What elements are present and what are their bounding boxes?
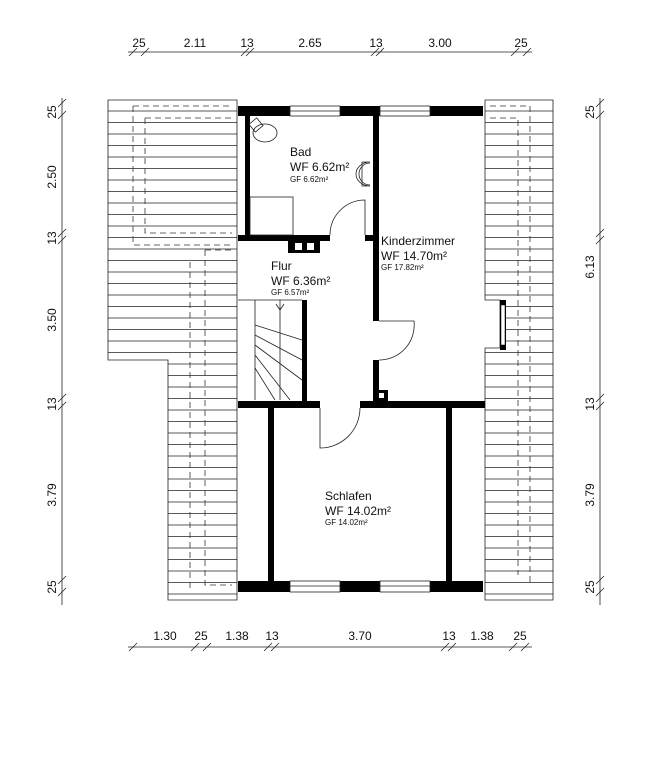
tick	[190, 642, 200, 652]
right-roof-dashed	[490, 105, 531, 585]
staircase	[238, 299, 303, 401]
tick	[57, 235, 67, 245]
room-wf: WF 14.70m²	[381, 249, 447, 263]
tick	[595, 110, 605, 120]
dim-label: 3.00	[428, 36, 452, 50]
tick	[508, 642, 518, 652]
tick	[595, 587, 605, 597]
dim-label: 25	[583, 580, 597, 594]
dim-label: 2.11	[184, 36, 207, 50]
tick	[520, 642, 530, 652]
doors	[319, 199, 415, 449]
tick	[595, 401, 605, 411]
tick	[595, 393, 605, 403]
left-roof-outline	[107, 99, 238, 601]
sink-icon	[355, 161, 371, 187]
dimension-top: 25 2.11 13 2.65 13 3.00 25	[128, 36, 532, 53]
room-bad: Bad WF 6.62m² GF 6.62m²	[290, 145, 349, 184]
dim-label: 25	[194, 629, 208, 643]
dim-label: 25	[583, 105, 597, 119]
room-wf: WF 14.02m²	[325, 504, 391, 518]
room-name: Bad	[290, 145, 311, 159]
dim-label: 3.79	[583, 483, 597, 507]
tick	[510, 47, 520, 57]
tick	[202, 642, 212, 652]
tick	[595, 235, 605, 245]
tick	[57, 228, 67, 238]
dim-label: 1.38	[470, 629, 494, 643]
shower-tray	[249, 196, 294, 236]
toilet-icon	[248, 117, 278, 143]
tick	[240, 47, 250, 57]
tick	[57, 587, 67, 597]
dim-label: 6.13	[583, 255, 597, 279]
dim-label: 1.38	[225, 629, 249, 643]
dim-label: 1.30	[153, 629, 177, 643]
room-wf: WF 6.62m²	[290, 160, 349, 174]
room-flur: Flur WF 6.36m² GF 6.57m²	[271, 259, 330, 297]
dim-label: 25	[45, 105, 59, 119]
room-name: Flur	[271, 259, 292, 273]
tick	[57, 575, 67, 585]
tick	[263, 642, 273, 652]
roof-hatching	[108, 110, 553, 595]
room-gf: GF 17.82m²	[381, 263, 424, 272]
dimension-right: 25 6.13 13 3.79 25	[583, 98, 601, 605]
tick	[595, 575, 605, 585]
tick	[57, 98, 67, 108]
dim-label: 13	[583, 397, 597, 411]
dim-label: 13	[45, 231, 59, 245]
dim-label: 13	[45, 397, 59, 411]
right-roof-outline	[484, 99, 554, 601]
walls	[238, 106, 506, 592]
tick	[245, 47, 255, 57]
dim-label: 25	[132, 36, 146, 50]
room-wf: WF 6.36m²	[271, 274, 330, 288]
tick	[447, 642, 457, 652]
room-name: Schlafen	[325, 489, 372, 503]
tick	[370, 47, 380, 57]
tick	[595, 228, 605, 238]
left-roof-dashed	[132, 105, 232, 592]
room-gf: GF 6.57m²	[271, 288, 310, 297]
tick	[270, 642, 280, 652]
tick	[57, 401, 67, 411]
tick	[57, 110, 67, 120]
dim-label: 13	[442, 629, 456, 643]
windows	[289, 105, 431, 593]
tick	[57, 393, 67, 403]
dim-label: 13	[369, 36, 383, 50]
dim-label: 13	[240, 36, 254, 50]
room-schlafen: Schlafen WF 14.02m² GF 14.02m²	[325, 489, 391, 527]
dim-label: 25	[514, 36, 528, 50]
tick	[140, 47, 150, 57]
dimension-ticks	[57, 47, 605, 652]
dim-label: 13	[265, 629, 279, 643]
dim-label: 2.65	[298, 36, 322, 50]
dimension-bottom: 1.30 25 1.38 13 3.70 13 1.38 25	[128, 629, 532, 648]
dim-label: 3.79	[45, 483, 59, 507]
room-gf: GF 6.62m²	[290, 175, 329, 184]
dim-label: 3.50	[45, 308, 59, 332]
dim-label: 3.70	[348, 629, 372, 643]
dim-label: 2.50	[45, 165, 59, 189]
dim-label: 25	[513, 629, 527, 643]
room-gf: GF 14.02m²	[325, 518, 368, 527]
tick	[128, 642, 138, 652]
dimension-left: 25 2.50 13 3.50 13 3.79 25	[45, 98, 63, 605]
tick	[595, 98, 605, 108]
dim-label: 25	[45, 580, 59, 594]
room-kinderzimmer: Kinderzimmer WF 14.70m² GF 17.82m²	[381, 234, 455, 272]
tick	[522, 47, 532, 57]
tick	[128, 47, 138, 57]
tick	[375, 47, 385, 57]
room-name: Kinderzimmer	[381, 234, 455, 248]
tick	[440, 642, 450, 652]
